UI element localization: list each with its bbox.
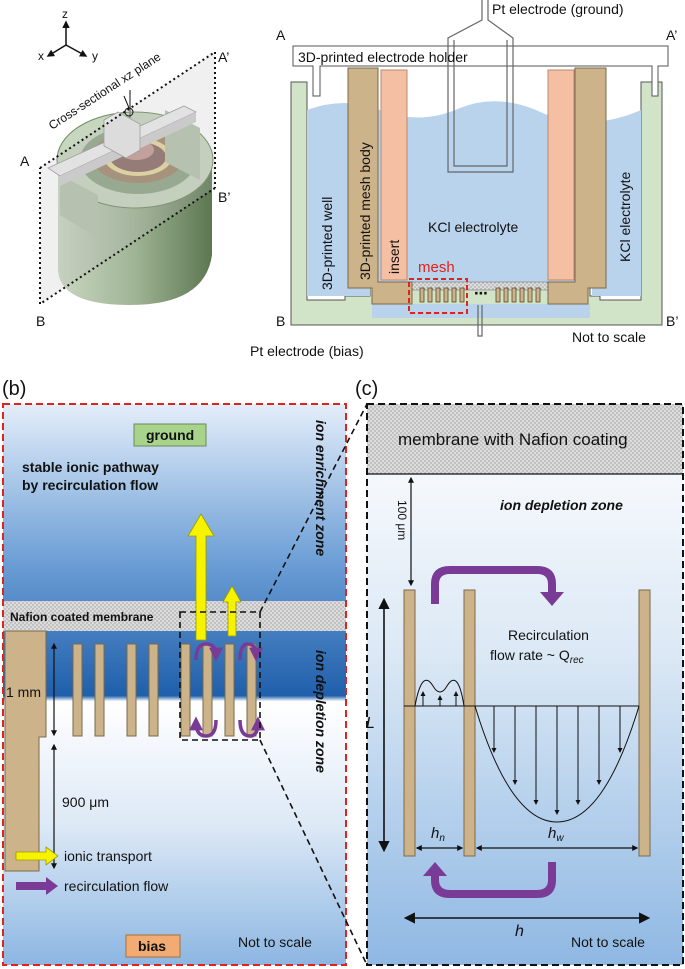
electrode-holder <box>292 45 669 97</box>
b-pillars <box>72 643 257 737</box>
iso-view: z x y <box>20 7 230 329</box>
panel-b-border <box>2 403 347 966</box>
c-membrane-label: membrane with Nafion coating <box>398 430 628 449</box>
bias-box <box>125 934 181 958</box>
iso-corner-b: B <box>36 313 45 329</box>
ionic-transport-arrows <box>187 513 242 641</box>
well-label: 3D-printed well <box>319 197 335 290</box>
mesh-body-label: 3D-printed mesh body <box>357 142 373 280</box>
pt-ground-label: Pt electrode (ground) <box>492 1 624 17</box>
iso-corner-a-prime: A’ <box>218 49 229 65</box>
b-note: Not to scale <box>238 934 312 950</box>
mesh-label: mesh <box>418 259 455 276</box>
zone-depletion-b: ion depletion zone <box>313 650 329 773</box>
iso-corner-b-prime: B’ <box>218 189 230 205</box>
ground-label: ground <box>146 427 194 443</box>
cs-corner-b: B <box>276 313 285 329</box>
c-membrane <box>367 404 683 474</box>
bias-label: bias <box>138 938 166 954</box>
cross-section: ⋯ mesh Pt electrode (ground) 3D-printed … <box>250 0 678 359</box>
c-pillars <box>403 589 651 857</box>
c-hw-main: h <box>548 825 556 842</box>
axis-triad: z x y <box>38 7 98 63</box>
mesh-body-right <box>547 67 607 305</box>
holder-label: 3D-printed electrode holder <box>298 49 468 65</box>
c-hn: hn <box>431 825 445 844</box>
cs-corner-a-prime: A’ <box>666 27 677 43</box>
b-membrane-label: Nafion coated membrane <box>10 610 154 624</box>
c-note: Not to scale <box>571 934 645 950</box>
axis-y-label: y <box>92 49 98 63</box>
b-membrane <box>3 601 346 631</box>
cs-note: Not to scale <box>572 329 646 345</box>
b-dim-900: 900 μm <box>62 794 109 810</box>
mesh-ellipsis: ⋯ <box>474 285 488 301</box>
c-h: h <box>515 923 524 940</box>
zoom-box <box>179 611 261 741</box>
mesh-body-left <box>347 67 413 305</box>
kcl-center-label: KCl electrolyte <box>428 219 518 235</box>
insert-left <box>380 69 408 281</box>
legend-recirc: recirculation flow <box>64 878 169 894</box>
c-L: L <box>366 715 375 732</box>
well <box>290 81 663 326</box>
insert-right <box>547 69 575 281</box>
ground-box <box>133 423 207 447</box>
c-hw: hw <box>548 825 564 844</box>
c-recirc-bottom <box>423 862 556 898</box>
b-left-block <box>4 630 47 872</box>
stable-line1: stable ionic pathway <box>22 459 159 475</box>
c-hn-sub: n <box>439 833 445 844</box>
axis-x-label: x <box>38 49 44 63</box>
c-recirc-line2: flow rate ~ Qrec <box>490 647 584 666</box>
panel-c-label: (c) <box>355 378 378 400</box>
c-zone-label: ion depletion zone <box>500 497 623 513</box>
panel-c: (c) membrane with Nafion coating ion dep… <box>355 378 684 966</box>
pt-electrode-bias <box>477 305 483 337</box>
mesh-teeth <box>419 287 541 303</box>
c-recirc-line1: Recirculation <box>508 627 589 643</box>
stable-line2: by recirculation flow <box>22 477 158 493</box>
c-dim-100: 100 μm <box>395 500 409 540</box>
b-legend: ionic transport recirculation flow <box>15 846 169 895</box>
iso-corner-a: A <box>20 153 30 169</box>
c-recirc-top <box>431 566 564 606</box>
c-hn-main: h <box>431 825 439 842</box>
c-hw-sub: w <box>556 833 564 844</box>
recirculation-arrows <box>189 642 265 738</box>
insert-label: insert <box>386 240 402 274</box>
panel-c-border <box>366 403 684 966</box>
bias-electrode-label: Pt electrode (bias) <box>250 343 364 359</box>
c-recirc-rate: flow rate ~ Q <box>490 647 570 663</box>
mesh-highlight <box>408 278 468 314</box>
axis-z-label: z <box>62 7 68 21</box>
panel-b: (b) Nafion coated membrane 1 mm 900 μm <box>2 378 347 966</box>
legend-ionic: ionic transport <box>64 848 152 864</box>
wide-down-arrows <box>491 706 623 815</box>
pt-electrode-ground <box>447 0 514 173</box>
c-recirc-sub: rec <box>570 655 584 666</box>
iso-cylinder <box>47 90 214 305</box>
panel-b-label: (b) <box>2 378 26 400</box>
kcl-side-label: KCl electrolyte <box>617 172 633 262</box>
narrow-up-arrows <box>420 691 459 706</box>
zone-enrichment: ion enrichment zone <box>313 420 329 556</box>
b-dim-1mm: 1 mm <box>6 684 41 700</box>
cs-corner-a: A <box>276 27 286 43</box>
cs-corner-b-prime: B’ <box>666 313 678 329</box>
